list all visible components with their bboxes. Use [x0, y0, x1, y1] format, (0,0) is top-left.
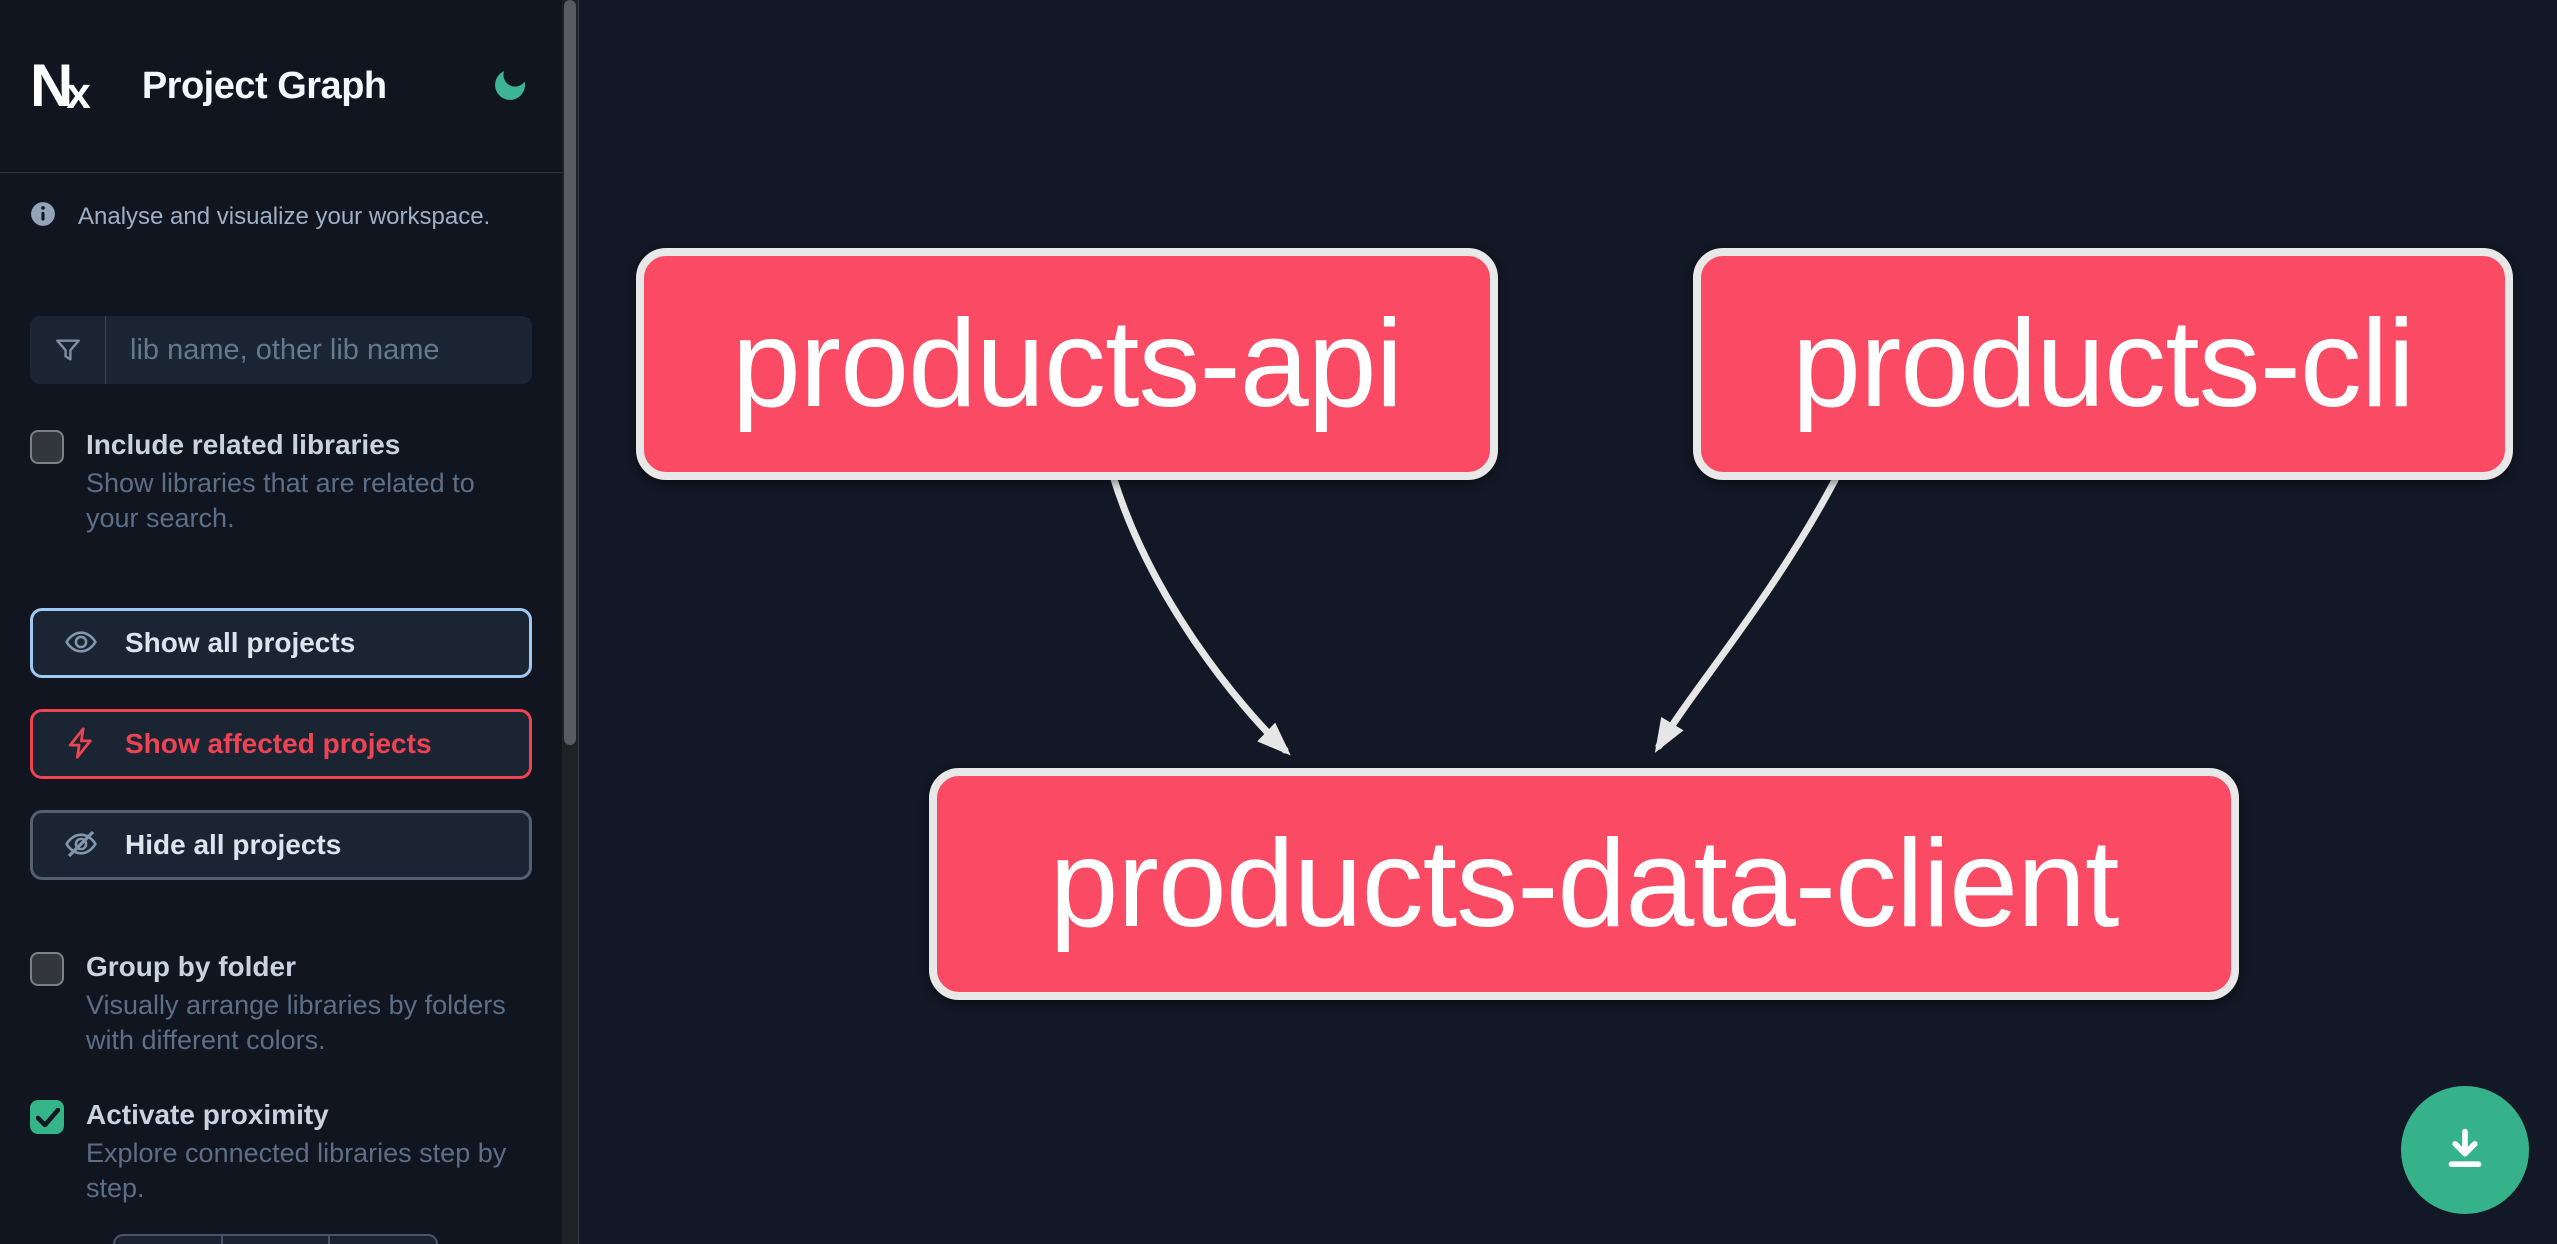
download-icon [2437, 1121, 2493, 1180]
project-visibility-actions: Show all projects Show affected projects [30, 608, 532, 880]
workspace-tagline: Analyse and visualize your workspace. [78, 202, 491, 230]
node-label: products-data-client [1049, 815, 2120, 953]
hide-all-projects-label: Hide all projects [125, 829, 342, 860]
activate-proximity-row: Activate proximity Explore connected lib… [0, 1098, 562, 1206]
sidebar-scrollbar[interactable] [562, 0, 578, 1244]
group-by-folder-texts: Group by folder Visually arrange librari… [86, 950, 532, 1058]
search-box [30, 316, 532, 384]
sidebar-scrollbar-thumb[interactable] [564, 0, 576, 745]
stepper-segment[interactable] [330, 1236, 436, 1244]
edge-products-cli-to-products-data-client [1654, 476, 1839, 753]
info-icon [30, 201, 56, 232]
edge-products-api-to-products-data-client [1109, 472, 1291, 756]
graph-canvas[interactable]: products-api products-cli products-data-… [578, 0, 2557, 1244]
include-related-libraries-checkbox[interactable] [30, 430, 64, 464]
show-all-projects-button[interactable]: Show all projects [30, 608, 532, 678]
download-graph-button[interactable] [2401, 1086, 2529, 1214]
show-affected-projects-label: Show affected projects [125, 728, 432, 759]
activate-proximity-checkbox[interactable] [30, 1100, 64, 1134]
theme-toggle-button[interactable] [488, 64, 532, 108]
header-divider [0, 172, 562, 173]
page-title: Project Graph [141, 64, 387, 107]
show-affected-projects-button[interactable]: Show affected projects [30, 709, 532, 779]
checkbox-label[interactable]: Group by folder [86, 951, 296, 982]
checkbox-description: Show libraries that are related to your … [86, 468, 475, 533]
graph-node-products-api[interactable]: products-api [636, 248, 1498, 480]
proximity-stepper-partial[interactable] [113, 1234, 438, 1244]
node-label: products-api [731, 295, 1403, 433]
eye-off-icon [63, 826, 99, 865]
moon-icon [490, 70, 530, 108]
filter-icon [30, 316, 106, 384]
checkbox-label[interactable]: Activate proximity [86, 1099, 329, 1130]
checkbox-description: Visually arrange libraries by folders wi… [86, 990, 506, 1055]
search-input[interactable] [106, 316, 532, 384]
stepper-segment[interactable] [223, 1236, 331, 1244]
checkbox-description: Explore connected libraries step by step… [86, 1138, 507, 1203]
nx-logo-x: x [66, 69, 91, 118]
nx-logo-n: N [30, 52, 73, 119]
stepper-segment[interactable] [115, 1236, 223, 1244]
graph-node-products-data-client[interactable]: products-data-client [929, 768, 2239, 1000]
group-by-folder-checkbox[interactable] [30, 952, 64, 986]
include-related-libraries-row: Include related libraries Show libraries… [0, 428, 562, 536]
graph-node-products-cli[interactable]: products-cli [1693, 248, 2513, 480]
group-by-folder-row: Group by folder Visually arrange librari… [0, 950, 562, 1058]
lightning-icon [63, 725, 99, 764]
node-label: products-cli [1792, 295, 2415, 433]
include-related-libraries-texts: Include related libraries Show libraries… [86, 428, 532, 536]
show-all-projects-label: Show all projects [125, 627, 356, 658]
graph-edges-canvas [1109, 472, 1839, 756]
activate-proximity-texts: Activate proximity Explore connected lib… [86, 1098, 532, 1206]
workspace-tagline-row: Analyse and visualize your workspace. [0, 201, 562, 232]
hide-all-projects-button[interactable]: Hide all projects [30, 810, 532, 880]
eye-icon [63, 624, 99, 663]
checkbox-label[interactable]: Include related libraries [86, 429, 401, 460]
